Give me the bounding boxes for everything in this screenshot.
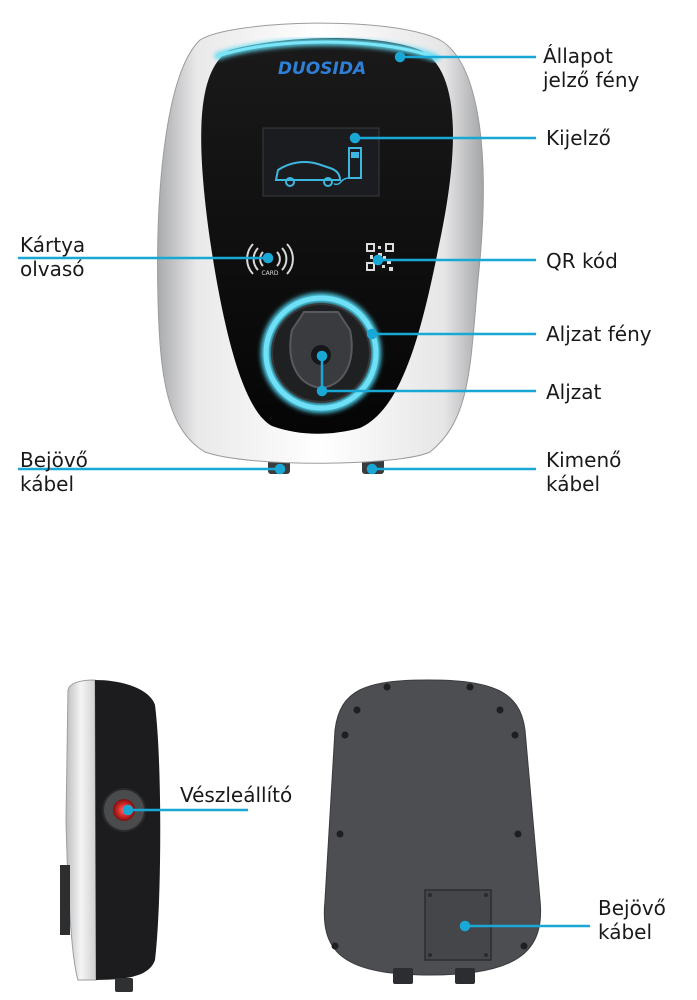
back-cable-gland-left [393,968,413,984]
side-cable-gland [115,978,133,992]
card-reader-text: CARD [261,270,278,277]
brand-logo: DUOSIDA [278,59,366,79]
back-cable-gland-right [455,968,475,984]
side-view [60,679,161,992]
back-view [323,679,542,984]
label-emergency-stop: Vészleállító [180,783,293,807]
back-mounting-screws [331,683,528,950]
label-socket: Aljzat [546,380,602,404]
side-bracket [60,865,70,935]
charging-pump-icon [348,147,362,179]
label-display: Kijelző [546,126,611,150]
leader-lines [18,51,590,932]
label-socket-light: Aljzat fény [546,322,652,346]
car-icon [274,161,342,181]
display-screen [262,127,380,197]
label-qr-code: QR kód [546,249,618,273]
front-view: DUOSIDA CARD [157,22,484,474]
side-housing [65,679,97,981]
